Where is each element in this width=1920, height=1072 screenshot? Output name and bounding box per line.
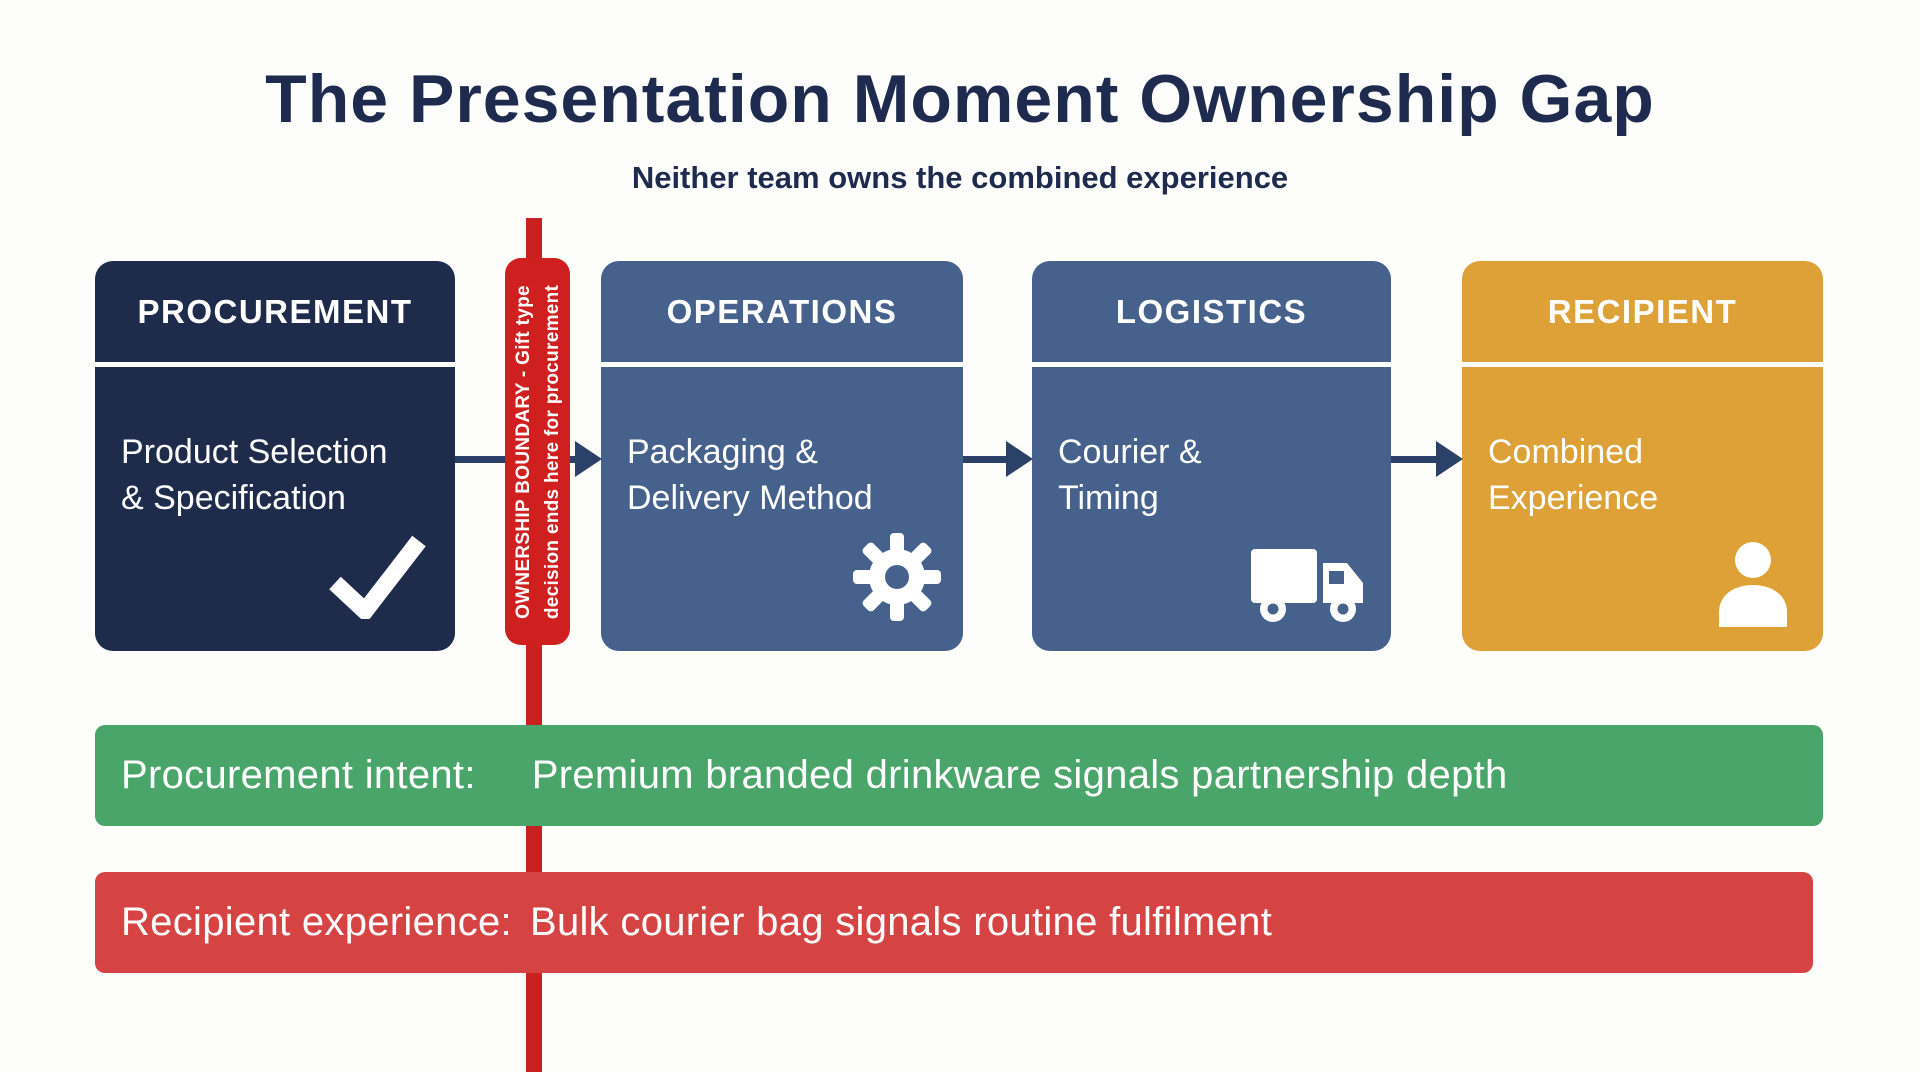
truck-icon bbox=[1251, 549, 1363, 622]
banner-recipient-experience: Recipient experience: Bulk courier bag s… bbox=[95, 872, 1813, 973]
stage-body: Courier & Timing bbox=[1032, 367, 1391, 521]
stage-body-line: Delivery Method bbox=[627, 479, 873, 517]
ownership-boundary-capsule: OWNERSHIP BOUNDARY - Gift type decision … bbox=[505, 258, 570, 645]
stage-divider bbox=[601, 362, 963, 367]
stage-divider bbox=[1032, 362, 1391, 367]
stage-divider bbox=[95, 362, 455, 367]
stage-logistics: LOGISTICS Courier & Timing bbox=[1032, 261, 1391, 651]
stage-body: Product Selection & Specification bbox=[95, 367, 455, 521]
banner-text: Bulk courier bag signals routine fulfilm… bbox=[529, 900, 1273, 944]
boundary-label-line-1: OWNERSHIP BOUNDARY - Gift type bbox=[512, 284, 534, 619]
stage-body-line: Experience bbox=[1488, 479, 1659, 517]
stage-body-line: & Specification bbox=[121, 479, 346, 517]
stage-recipient: RECIPIENT Combined Experience bbox=[1462, 261, 1823, 651]
stage-header: LOGISTICS bbox=[1115, 292, 1308, 330]
gear-icon bbox=[853, 533, 941, 621]
arrow-head-icon bbox=[575, 441, 602, 477]
stage-body-line: Packaging & bbox=[627, 433, 818, 471]
stage-divider bbox=[1462, 362, 1823, 367]
arrow-head-icon bbox=[1006, 441, 1033, 477]
stage-procurement: PROCUREMENT Product Selection & Specific… bbox=[95, 261, 455, 651]
flow-arrow-3 bbox=[1391, 456, 1440, 463]
stage-body: Combined Experience bbox=[1462, 367, 1823, 521]
stage-body-line: Combined bbox=[1488, 433, 1643, 471]
page-subtitle: Neither team owns the combined experienc… bbox=[631, 160, 1289, 195]
banner-label: Recipient experience: bbox=[121, 900, 512, 944]
banner-text: Premium branded drinkware signals partne… bbox=[531, 753, 1508, 797]
stage-body-line: Timing bbox=[1058, 479, 1159, 517]
ownership-boundary-label: OWNERSHIP BOUNDARY - Gift type decision … bbox=[509, 252, 567, 652]
flow-arrow-2 bbox=[963, 456, 1011, 463]
arrow-head-icon bbox=[1436, 441, 1463, 477]
person-icon bbox=[1719, 542, 1787, 627]
stage-body-line: Product Selection bbox=[121, 433, 388, 471]
banner-label: Procurement intent: bbox=[121, 753, 476, 797]
boundary-label-line-2: decision ends here for procurement bbox=[541, 284, 563, 619]
page-title: The Presentation Moment Ownership Gap bbox=[265, 61, 1655, 137]
banner-procurement-intent: Procurement intent: Premium branded drin… bbox=[95, 725, 1823, 826]
stage-header: OPERATIONS bbox=[666, 292, 898, 330]
stage-header: PROCUREMENT bbox=[137, 292, 413, 330]
stage-header: RECIPIENT bbox=[1547, 292, 1738, 330]
stage-operations: OPERATIONS Packaging & Delivery Method bbox=[601, 261, 963, 651]
stage-body-line: Courier & bbox=[1058, 433, 1202, 471]
stage-body: Packaging & Delivery Method bbox=[601, 367, 963, 521]
checkmark-icon bbox=[329, 535, 426, 619]
